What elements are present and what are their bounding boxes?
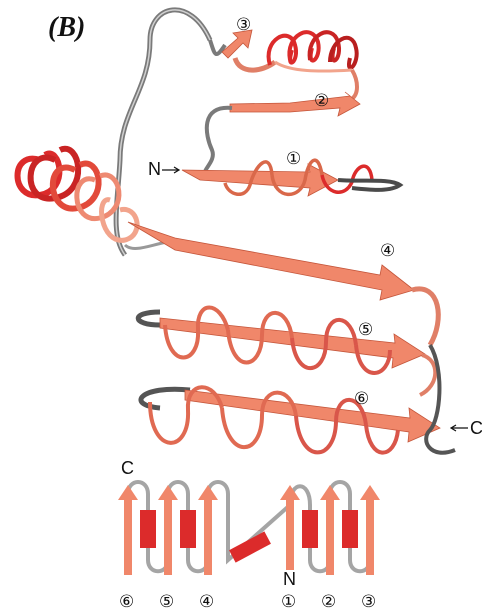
label-strand-2: ② [314,91,329,111]
topology-strand-6 [118,485,138,575]
topology-strand-3 [360,485,380,575]
topology-strand-2 [320,485,340,575]
c-terminus-label-right: C [470,418,482,438]
panel-label: (B) [48,12,85,43]
n-terminus-arrow [162,167,179,173]
loop-top-left-edge [116,10,210,255]
loop-row5-left [138,312,160,325]
loop-strand5-right [420,355,435,395]
c-terminus-arrow [451,425,468,431]
topology-label-3: ③ [361,592,376,612]
topology-helix-a [140,510,156,548]
topology-helices [140,510,358,563]
topology-strand-5 [158,485,178,575]
n-terminus-label-top: N [148,159,161,179]
label-strand-1: ① [286,149,301,169]
topology-n-label: N [283,569,296,589]
topology-label-4: ④ [199,592,214,612]
loop-strand4-right [412,289,438,345]
topology-helix-connector [229,531,271,562]
loop-helix-strand2 [350,70,357,100]
topology-label-6: ⑥ [119,592,134,612]
topology-helix-c [302,510,318,548]
strand-4 [128,222,414,300]
helix-top [269,32,357,71]
loop-strand2-strand1 [205,108,232,172]
topology-helix-d [342,510,358,548]
label-strand-4: ④ [380,241,395,261]
topology-strands [118,485,380,575]
topology-c-label: C [121,458,134,478]
topology-diagram: C N ⑥ ⑤ ④ ① ② ③ [118,458,380,612]
topology-strand-4 [198,485,218,575]
topology-helix-b [180,510,196,548]
topology-label-2: ② [321,592,336,612]
label-strand-3: ③ [236,15,251,35]
strand-2 [230,92,360,116]
topology-strand-1 [280,485,300,570]
loop-top-left [116,10,210,255]
ribbon-structure: N [18,10,482,453]
label-strand-6: ⑥ [354,389,369,409]
topology-label-1: ① [281,592,296,612]
label-strand-5: ⑤ [358,320,373,340]
topology-label-5: ⑤ [159,592,174,612]
